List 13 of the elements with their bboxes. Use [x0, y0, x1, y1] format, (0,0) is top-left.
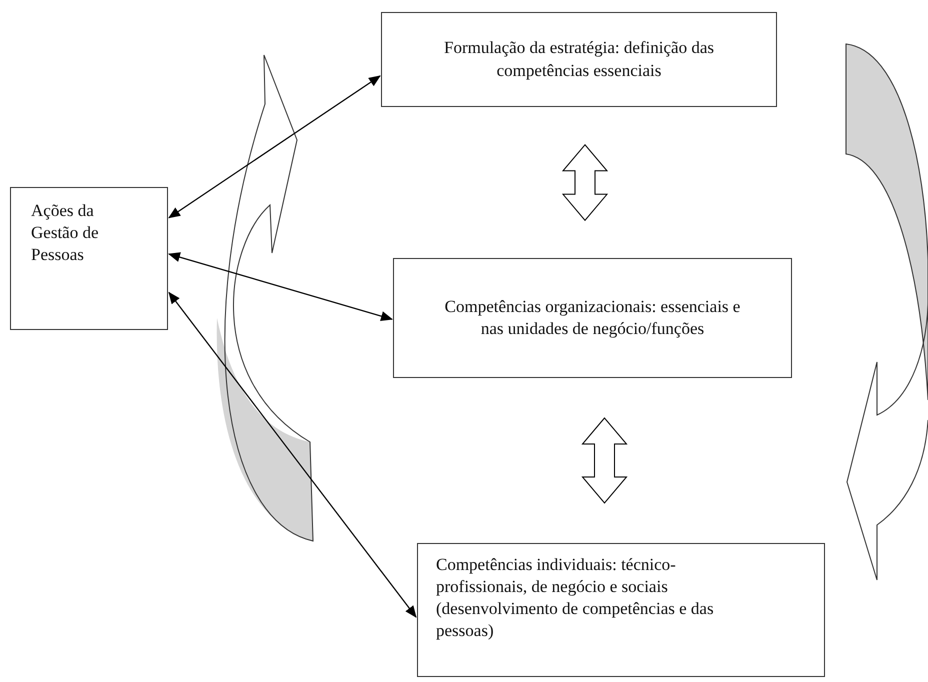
arrow	[168, 252, 393, 321]
text-box	[417, 543, 825, 677]
text-box	[393, 258, 792, 378]
box-text: Ações da Gestão de Pessoas	[31, 200, 100, 266]
box-text: Formulação da estratégia: definição das competências essenciais	[443, 37, 715, 82]
hollow-double-arrow	[562, 144, 608, 222]
arrow	[168, 292, 417, 618]
hollow-double-arrow	[581, 417, 628, 504]
arrow	[168, 75, 381, 218]
text-box	[381, 12, 777, 107]
text-box	[10, 187, 168, 330]
box-text: Competências individuais: técnico-profissionais, de negócio e sociais (desenvolvimento de competências e das pessoas)	[436, 554, 715, 642]
box-text: Competências organizacionais: essenciais e nas unidades de negócio/funções	[444, 296, 742, 340]
